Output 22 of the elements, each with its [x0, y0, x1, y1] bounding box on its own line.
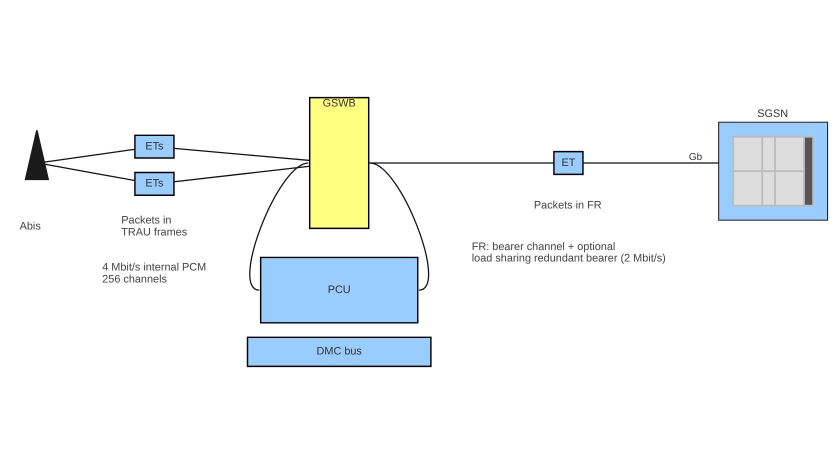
- connector: [370, 162, 430, 291]
- connector: [174, 148, 310, 162]
- node-box: ET: [553, 150, 584, 176]
- node-label: SGSN: [757, 108, 788, 120]
- connector: [249, 162, 309, 291]
- connector: [44, 164, 135, 182]
- connector: [44, 148, 135, 163]
- label: 4 Mbit/s internal PCM 256 channels: [102, 262, 206, 286]
- node-box: PCU: [260, 256, 418, 324]
- node-box: ETs: [134, 134, 175, 159]
- node-box: GSWB: [308, 96, 370, 230]
- connector: [368, 162, 554, 164]
- connector: [174, 166, 310, 182]
- node-picture: [24, 130, 50, 180]
- label: FR: bearer channel + optional load sharing redundant bearer (2 Mbit/s): [472, 240, 666, 265]
- label: Packets in FR: [534, 199, 602, 212]
- connector: [582, 162, 719, 164]
- node-box: ETs: [134, 172, 175, 196]
- label: Packets in TRAU frames: [121, 214, 188, 238]
- edge-label: Gb: [688, 152, 702, 164]
- label: Abis: [20, 220, 41, 232]
- node-box: DMC bus: [246, 336, 432, 368]
